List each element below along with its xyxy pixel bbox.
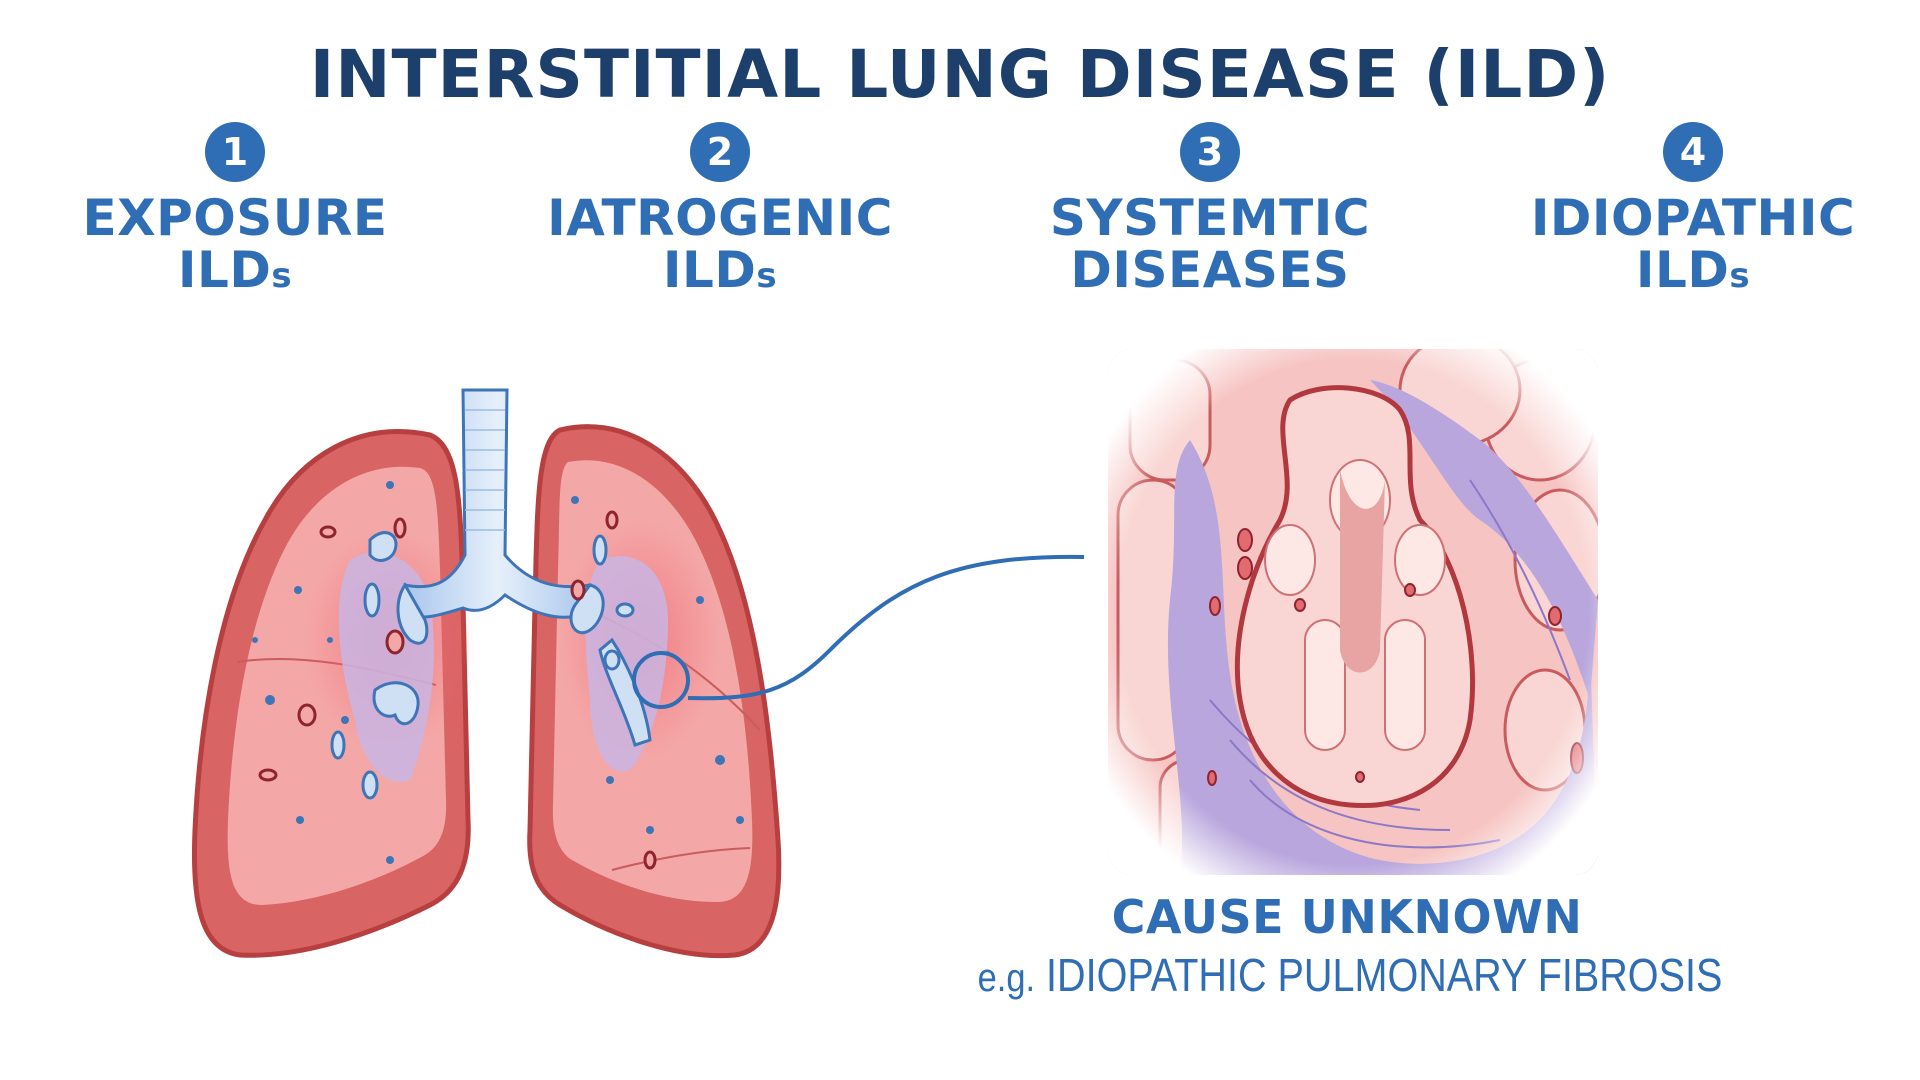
category-label: IATROGENIC ILDs: [547, 189, 893, 299]
example-text: IDIOPATHIC PULMONARY FIBROSIS: [1046, 949, 1723, 1001]
diagram-title: INTERSTITIAL LUNG DISEASE (ILD): [309, 36, 1611, 113]
number-badge-3: 3: [1180, 122, 1240, 182]
caption-example: e.g. IDIOPATHIC PULMONARY FIBROSIS: [963, 948, 1737, 1002]
category-exposure: 1 EXPOSURE ILDs: [25, 122, 445, 302]
lungs-illustration: [191, 388, 782, 959]
category-label: IDIOPATHIC ILDs: [1530, 189, 1856, 299]
number-badge-4: 4: [1663, 122, 1723, 182]
callout-connector-line: [687, 554, 1085, 701]
category-idiopathic: 4 IDIOPATHIC ILDs: [1483, 122, 1903, 302]
category-iatrogenic: 2 IATROGENIC ILDs: [510, 122, 930, 302]
category-label: SYSTEMTIC DISEASES: [1049, 189, 1371, 299]
category-systemic: 3 SYSTEMTIC DISEASES: [1000, 122, 1420, 296]
caption-heading: CAUSE UNKNOWN: [1111, 890, 1583, 944]
number-badge-1: 1: [205, 122, 265, 182]
callout-circle: [632, 651, 690, 709]
example-prefix: e.g.: [977, 956, 1036, 1000]
histology-illustration: [1108, 349, 1598, 875]
number-badge-2: 2: [690, 122, 750, 182]
category-label: EXPOSURE ILDs: [82, 189, 388, 299]
